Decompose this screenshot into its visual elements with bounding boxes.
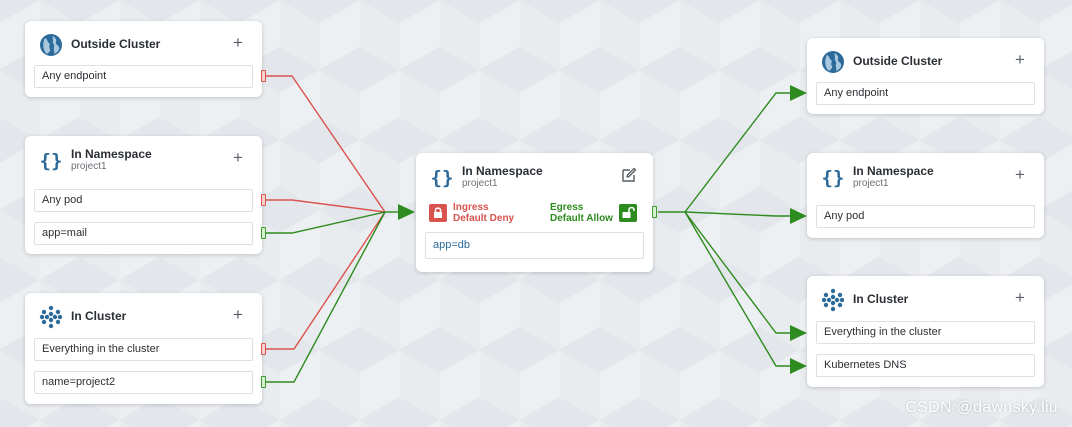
peer-item[interactable]: Any pod	[34, 189, 253, 212]
left-card-in-namespace: {} In Namespace project1 + Any pod app=m…	[25, 136, 262, 254]
add-peer-button[interactable]: +	[233, 148, 243, 167]
add-peer-button[interactable]: +	[1015, 50, 1025, 69]
peer-item[interactable]: app=mail	[34, 222, 253, 245]
edge-allow-app-mail	[266, 211, 386, 234]
card-title: In Cluster	[71, 309, 127, 323]
braces-icon: {}	[822, 167, 845, 189]
port-deny	[261, 70, 266, 82]
edge-allow-name-project2	[266, 211, 386, 383]
peer-item[interactable]: Everything in the cluster	[816, 321, 1035, 344]
port-deny	[261, 194, 266, 206]
right-card-in-cluster: In Cluster + Everything in the cluster K…	[807, 276, 1044, 387]
pod-selector[interactable]: app=db	[425, 232, 644, 259]
card-subtitle: project1	[71, 161, 107, 172]
peer-item[interactable]: Any endpoint	[816, 82, 1035, 105]
edge-egress-everything	[684, 211, 792, 334]
egress-default-label: Default Allow	[550, 213, 613, 224]
card-subtitle: project1	[853, 178, 889, 189]
card-title: In Namespace	[71, 147, 152, 161]
ingress-lock-icon	[429, 204, 447, 222]
peer-item[interactable]: Everything in the cluster	[34, 338, 253, 361]
card-subtitle: project1	[462, 178, 498, 189]
svg-text:{}: {}	[40, 150, 63, 172]
ingress-default-label: Default Deny	[453, 213, 515, 224]
left-card-outside-cluster: Outside Cluster + Any endpoint	[25, 21, 262, 97]
card-title: Outside Cluster	[71, 37, 161, 51]
arrowhead-everything	[790, 325, 807, 341]
center-card-policy: {} In Namespace project1 Ingress Default…	[416, 153, 653, 272]
port-deny	[261, 343, 266, 355]
edge-deny-any-pod	[266, 199, 386, 213]
edge-deny-any-endpoint	[266, 75, 386, 213]
edge-egress-any-pod	[684, 211, 792, 217]
peer-item[interactable]: Any endpoint	[34, 65, 253, 88]
add-peer-button[interactable]: +	[1015, 288, 1025, 307]
add-peer-button[interactable]: +	[233, 33, 243, 52]
arrowhead-any-pod	[790, 208, 807, 224]
svg-text:{}: {}	[822, 167, 845, 189]
ingress-label: Ingress	[453, 202, 489, 213]
add-peer-button[interactable]: +	[1015, 165, 1025, 184]
card-title: In Namespace	[462, 164, 543, 178]
cluster-icon	[39, 305, 63, 329]
port-allow	[261, 227, 266, 239]
braces-icon: {}	[431, 167, 454, 189]
card-title: In Namespace	[853, 164, 934, 178]
arrowhead-dns	[790, 358, 807, 374]
edit-icon[interactable]	[621, 167, 637, 183]
egress-label: Egress	[550, 202, 584, 213]
peer-item[interactable]: Kubernetes DNS	[816, 354, 1035, 377]
edge-egress-dns	[684, 211, 792, 367]
right-card-in-namespace: {} In Namespace project1 + Any pod	[807, 153, 1044, 238]
svg-text:{}: {}	[431, 167, 454, 189]
egress-unlock-icon	[619, 204, 637, 222]
peer-item[interactable]: name=project2	[34, 371, 253, 394]
add-peer-button[interactable]: +	[233, 305, 243, 324]
peer-item[interactable]: Any pod	[816, 205, 1035, 228]
edge-deny-everything	[266, 211, 386, 350]
cluster-icon	[821, 288, 845, 312]
ingress-arrowhead	[398, 204, 415, 220]
card-title: Outside Cluster	[853, 54, 943, 68]
edge-egress-any-endpoint	[684, 92, 792, 213]
globe-icon	[40, 34, 62, 56]
left-card-in-cluster: In Cluster + Everything in the cluster n…	[25, 293, 262, 404]
globe-icon	[822, 51, 844, 73]
braces-icon: {}	[40, 150, 63, 172]
watermark: CSDN @dawnsky.liu	[905, 399, 1058, 416]
port-egress	[652, 206, 657, 218]
port-allow	[261, 376, 266, 388]
arrowhead-any-endpoint	[790, 85, 807, 101]
card-title: In Cluster	[853, 292, 909, 306]
right-card-outside-cluster: Outside Cluster + Any endpoint	[807, 38, 1044, 114]
